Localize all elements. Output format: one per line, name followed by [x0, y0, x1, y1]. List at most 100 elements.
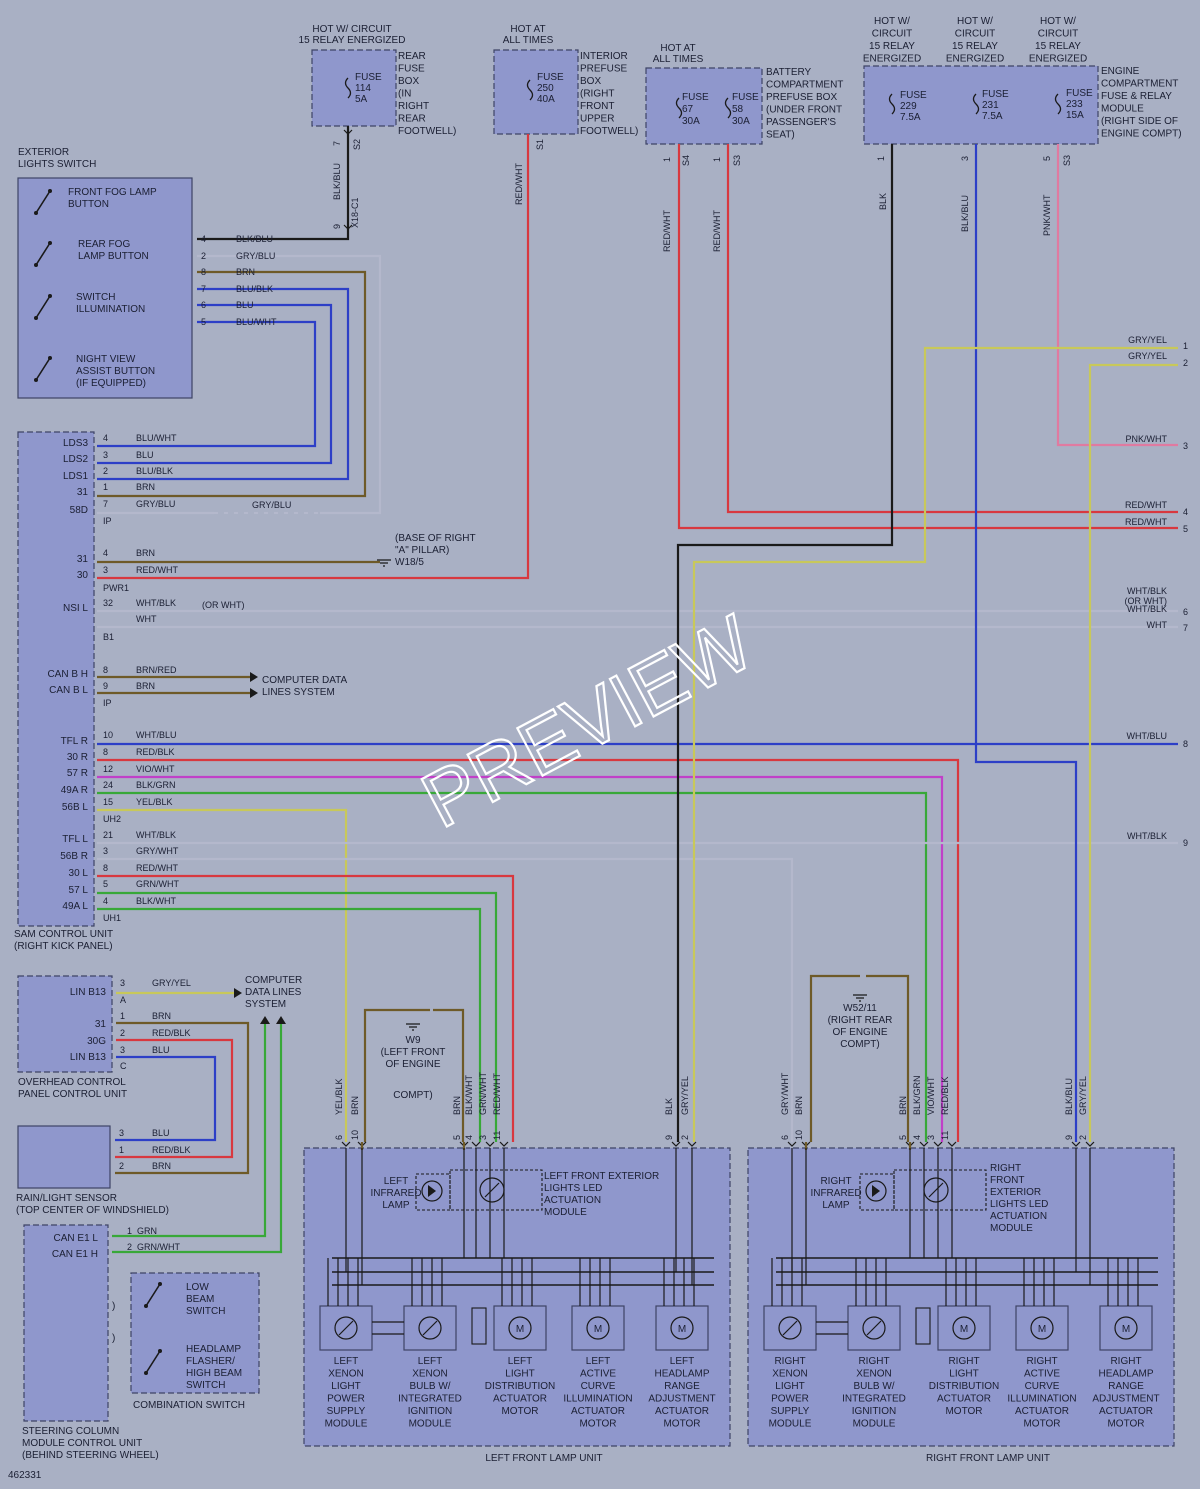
wire-label: GRY/BLU [136, 499, 175, 509]
wire-label: BLK/GRN [912, 1075, 922, 1115]
infrared-lamp-label: LEFT [384, 1176, 408, 1187]
exterior-switch-title: LIGHTS SWITCH [18, 159, 96, 170]
wire-gry-yel [1088, 363, 1178, 1142]
infrared-lamp-label: INFRARED [810, 1188, 861, 1199]
lamp-module-label: RANGE [1108, 1381, 1144, 1392]
figure-id: 462331 [8, 1470, 42, 1481]
wire-label: BLK [664, 1098, 674, 1115]
ground-w52-label: COMPT) [840, 1039, 879, 1050]
fuse-231-label: 231 [982, 100, 999, 111]
lamp-module-label: MOTOR [1107, 1419, 1144, 1430]
pin-label: 2 [127, 1242, 132, 1252]
pin-label: 3 [120, 1045, 125, 1055]
lamp-module-label: BULB W/ [853, 1381, 894, 1392]
wire-label: VIO/WHT [136, 764, 175, 774]
pin-label: 32 [103, 598, 113, 608]
wire-label: RED/WHT [136, 565, 178, 575]
conn-label: S2 [352, 139, 362, 150]
actuator-box [1099, 1305, 1153, 1351]
rear-fuse-header: 15 RELAY ENERGIZED [299, 35, 406, 46]
rear-fuse-box [311, 49, 397, 127]
fuse-114-label: 5A [355, 94, 368, 105]
ground-w52-label: (RIGHT REAR [828, 1015, 893, 1026]
connector-pin [343, 129, 353, 135]
sam-pin-name: CAN B L [49, 685, 88, 696]
lamp-module-label: ACTIVE [1024, 1369, 1060, 1380]
engine-fuse-header: HOT W/ [874, 16, 910, 27]
lamp-module-label: MODULE [853, 1419, 896, 1430]
ground-note: "A" PILLAR) [395, 545, 449, 556]
conn-label: S4 [681, 155, 691, 166]
lamp-module-label: LIGHT [331, 1381, 360, 1392]
lamp-module-label: INTEGRATED [398, 1394, 462, 1405]
lamp-module-label: ADJUSTMENT [648, 1394, 715, 1405]
pin-label: 8 [201, 267, 206, 277]
ground-w9 [406, 1023, 420, 1031]
combo-switch-label: HIGH BEAM [186, 1368, 242, 1379]
interior-prefuse-desc: INTERIOR [580, 51, 628, 62]
lamp-module-label: LIGHT [775, 1381, 804, 1392]
overhead-control-box [17, 975, 113, 1073]
wire-blu [115, 1055, 217, 1142]
fuse-67-label: FUSE [682, 92, 709, 103]
lamp-module-label: BULB W/ [409, 1381, 450, 1392]
wire-grn [112, 1024, 267, 1238]
engine-fuse-header: HOT W/ [1040, 16, 1076, 27]
conn-label: UH2 [103, 814, 121, 824]
wire-label: GRN/WHT [137, 1242, 180, 1252]
right-edge-pin: 2 [1183, 358, 1188, 368]
switch-contact [158, 1282, 162, 1286]
lamp-pin: 4 [912, 1135, 922, 1140]
pin-label: 1 [120, 1011, 125, 1021]
lamp-module-label: IGNITION [852, 1406, 896, 1417]
sam-pin-name: 57 R [67, 768, 88, 779]
led-module-icon [484, 1182, 500, 1198]
led-module-label: ACTUATION [544, 1195, 601, 1206]
sam-pin-name: 30 R [67, 752, 88, 763]
lamp-module-label: MOTOR [501, 1406, 538, 1417]
switch-contact [48, 294, 52, 298]
wire-label: BLK/BLU [1064, 1078, 1074, 1115]
switch-contact [48, 356, 52, 360]
lamp-pin: 10 [794, 1130, 804, 1140]
overhead-title: PANEL CONTROL UNIT [18, 1089, 127, 1100]
wire-label: GRY/YEL [1078, 1076, 1088, 1115]
fuse-67 [675, 97, 683, 119]
fuse-250-label: 40A [537, 94, 555, 105]
lamp-module-label: HEADLAMP [1098, 1369, 1153, 1380]
exterior-switch-button-label: (IF EQUIPPED) [76, 378, 146, 389]
lamp-module-label: RIGHT [1026, 1356, 1057, 1367]
lamp-module-label: LEFT [670, 1356, 694, 1367]
fuse-250 [526, 79, 534, 101]
actuator-box [952, 1316, 976, 1340]
overhead-pin-name: LIN B13 [70, 987, 107, 998]
fuse-67-label: 30A [682, 116, 700, 127]
fuse-231-label: 7.5A [982, 111, 1003, 122]
arrow-computer-data [276, 1016, 286, 1024]
lamp-module-label: MODULE [769, 1419, 812, 1430]
wire-label: RED/BLK [152, 1028, 191, 1038]
rear-fuse-desc: REAR [398, 51, 426, 62]
lamp-pin: 4 [464, 1135, 474, 1140]
pin-label: 21 [103, 830, 113, 840]
led-module-label: MODULE [990, 1223, 1033, 1234]
wire-pnk-wht [1056, 144, 1178, 447]
infrared-lamp-label: INFRARED [370, 1188, 421, 1199]
wire-red-wht [726, 144, 1178, 514]
connector-pin [341, 1141, 351, 1147]
actuator-box [670, 1316, 694, 1340]
wire-label: BRN [136, 548, 155, 558]
lamp-module-label: LIGHT [505, 1369, 534, 1380]
engine-fuse-header: CIRCUIT [1038, 29, 1079, 40]
wire-blk-blu [197, 126, 350, 241]
wire-label: BRN [452, 1096, 462, 1115]
sam-pin-name: NSI L [63, 603, 88, 614]
right-edge-wire-label: WHT/BLK [1127, 604, 1167, 614]
wire-w9-ground [433, 1008, 465, 1142]
lamp-module-label: LIGHT [949, 1369, 978, 1380]
overhead-pin-name: LIN B13 [70, 1052, 107, 1063]
lamp-pin: 10 [350, 1130, 360, 1140]
right-edge-wire-label: GRY/YEL [1128, 351, 1167, 361]
switch-contact [145, 1283, 161, 1307]
wire-label: GRY/BLU [252, 500, 291, 510]
